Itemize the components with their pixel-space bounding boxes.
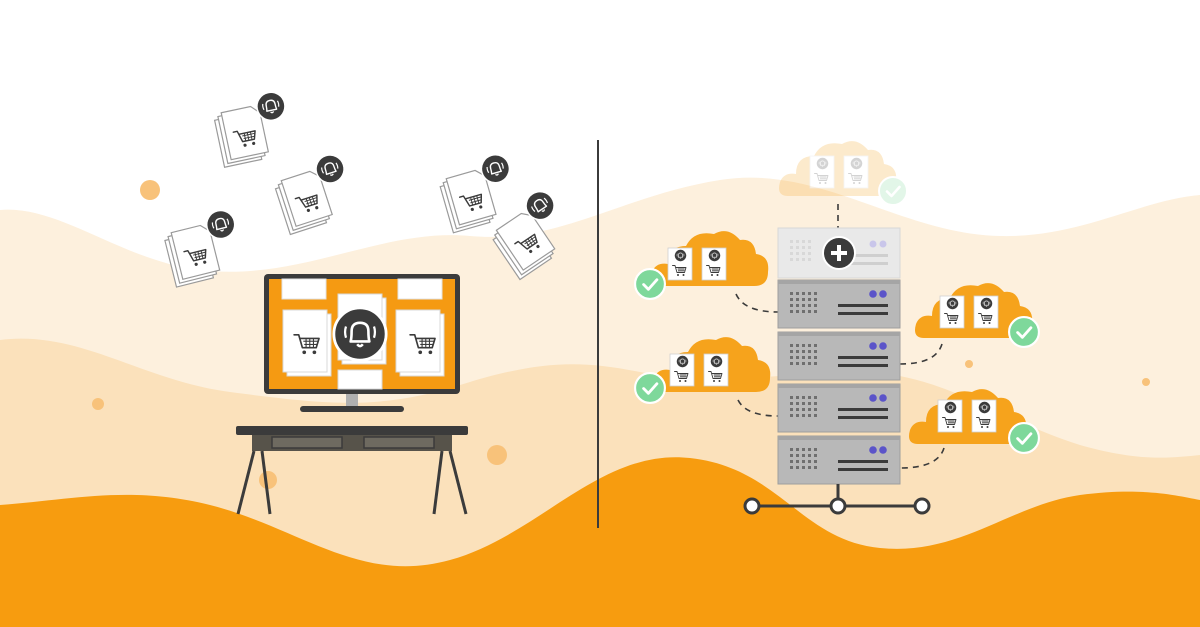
decorative-dots bbox=[92, 180, 1150, 489]
monitor bbox=[264, 274, 460, 412]
doc-stack-1 bbox=[211, 88, 289, 168]
check-icon bbox=[1008, 316, 1040, 348]
doc-stack-2 bbox=[271, 150, 349, 234]
cloud-connectors bbox=[735, 204, 945, 469]
screen-documents bbox=[281, 278, 445, 390]
wave-dark bbox=[0, 457, 1200, 627]
plus-icon bbox=[822, 236, 856, 270]
network-connector bbox=[743, 484, 931, 515]
server-unit bbox=[777, 331, 901, 381]
server-unit bbox=[777, 435, 901, 485]
cloud-top bbox=[779, 141, 908, 206]
check-icon bbox=[1008, 422, 1040, 454]
doc-stack-4 bbox=[436, 150, 514, 232]
check-icon bbox=[634, 372, 666, 404]
check-icon bbox=[878, 176, 908, 206]
server-unit bbox=[777, 383, 901, 433]
server-rack bbox=[743, 227, 931, 515]
server-top-unit bbox=[777, 227, 901, 279]
server-unit bbox=[777, 279, 901, 329]
check-icon bbox=[634, 268, 666, 300]
desk bbox=[236, 426, 468, 515]
bell-icon bbox=[332, 306, 388, 362]
